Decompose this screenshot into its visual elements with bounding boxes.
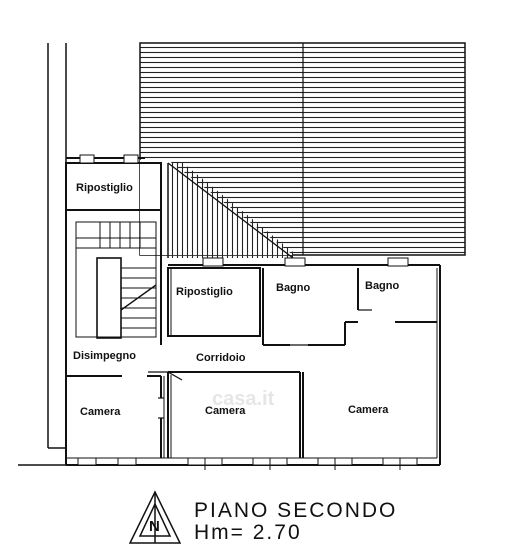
exterior-left-wall (18, 43, 67, 466)
room-label-disimpegno: Disimpegno (73, 350, 136, 362)
plan-title: PIANO SECONDO (194, 499, 398, 522)
windows-north (79, 154, 409, 267)
doors (148, 309, 372, 419)
windows-south (77, 457, 418, 470)
room-label-camera-right: Camera (348, 404, 389, 416)
room-label-ripostiglio-center: Ripostiglio (176, 286, 233, 298)
room-label-camera-center: Camera (205, 405, 246, 417)
plan-height: Hm= 2.70 (194, 521, 302, 544)
room-label-corridoio: Corridoio (196, 352, 246, 364)
walls (65, 157, 441, 466)
room-label-bagno-1: Bagno (276, 282, 311, 294)
room-label-bagno-2: Bagno (365, 280, 400, 292)
north-symbol-letter: N (149, 518, 160, 535)
north-arrow-icon (128, 490, 182, 544)
staircase (75, 221, 157, 339)
watermark-logo: casa.it (212, 388, 275, 410)
room-label-camera-left: Camera (80, 406, 121, 418)
stairwell-hatch (167, 162, 294, 259)
room-label-ripostiglio-left: Ripostiglio (76, 182, 133, 194)
